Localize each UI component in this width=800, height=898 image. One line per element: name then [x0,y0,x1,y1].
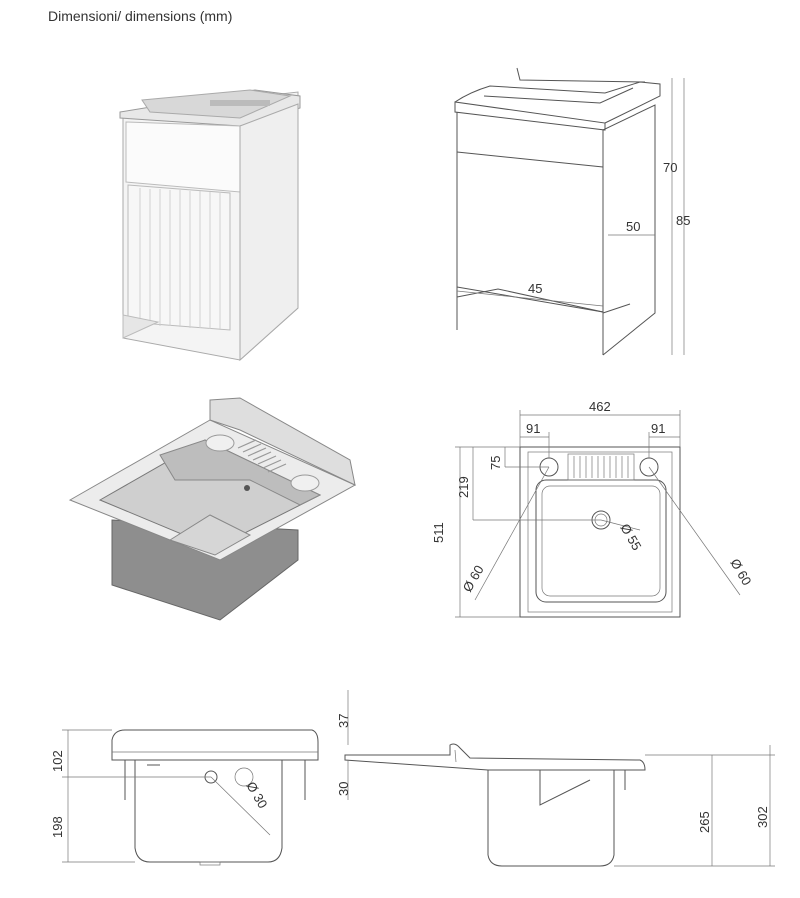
dim-basin-depth-511: 511 [431,522,446,543]
cabinet-dimension-lines [456,78,685,355]
cabinet-3d-illustration [119,89,301,362]
dim-rim-to-hole-102: 102 [50,750,65,772]
basin-top-dimension-lines [455,410,741,618]
dim-drain-depth-219: 219 [456,476,471,498]
dim-hole-offset-right-91: 91 [651,421,665,436]
dim-hole-diameter-left-60: Ø 60 [460,563,487,595]
basin-front-view [111,729,319,866]
dim-cabinet-depth-50: 50 [626,219,640,234]
dim-drain-diameter-55: Ø 55 [617,521,644,553]
cabinet-line-drawing [454,67,661,356]
basin-side-dimension-lines [347,690,775,867]
dim-bowl-depth-265: 265 [697,811,712,833]
page-title: Dimensioni/ dimensions (mm) [48,8,233,24]
dim-cabinet-height-70: 70 [663,160,677,175]
dim-total-height-302: 302 [755,806,770,828]
basin-3d-render [68,397,357,621]
basin-front-dimension-lines [62,729,271,863]
dim-cabinet-height-85: 85 [676,213,690,228]
dim-cabinet-width-45: 45 [528,281,542,296]
basin-top-view [519,446,681,618]
dim-hole-offset-left-91: 91 [526,421,540,436]
basin-side-view [344,743,646,867]
dim-hole-diameter-30: Ø 30 [243,779,270,811]
dim-hole-to-bottom-198: 198 [50,816,65,838]
dim-hole-depth-75: 75 [488,456,503,470]
dim-lip-height-30: 30 [336,782,351,796]
dim-rim-height-37: 37 [336,714,351,728]
dim-basin-width-462: 462 [589,399,611,414]
